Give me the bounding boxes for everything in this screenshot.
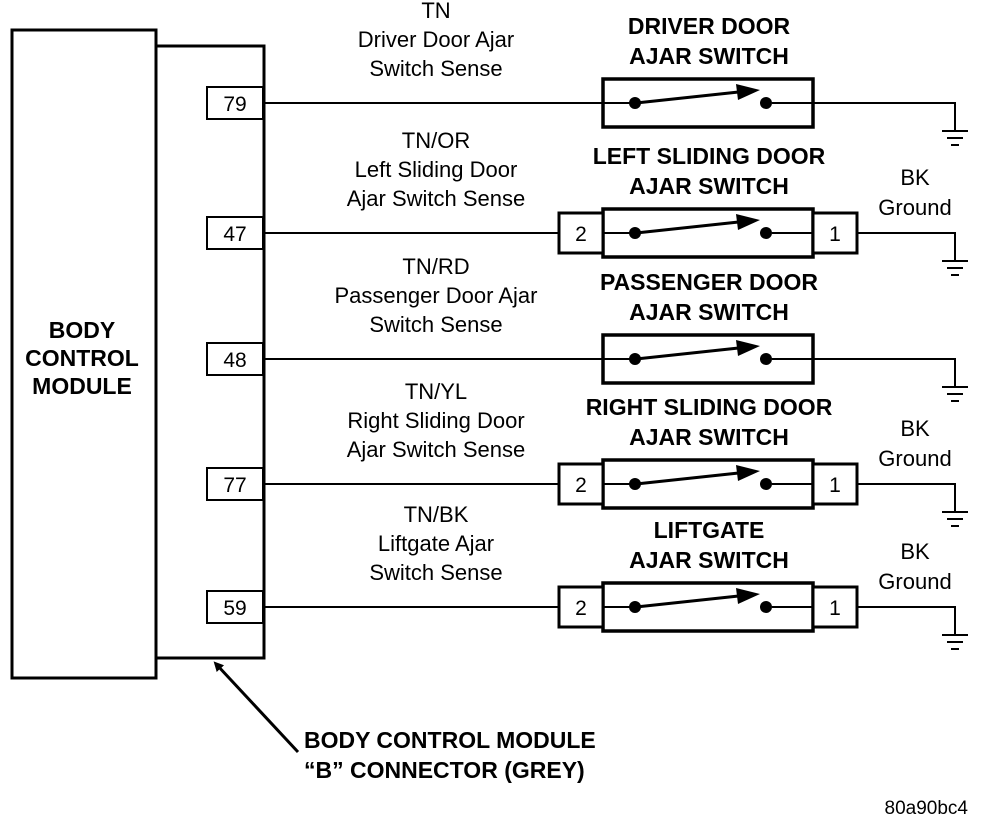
ground-color-label: BK xyxy=(900,539,930,564)
connector-callout-arrow xyxy=(213,661,300,754)
switch-title-line-1: DRIVER DOOR xyxy=(628,13,791,39)
sense-label-line-1: Left Sliding Door xyxy=(355,157,518,182)
ground-label: Ground xyxy=(878,569,951,594)
sense-label-line-1: Liftgate Ajar xyxy=(378,531,494,556)
bcm-connector-b-housing xyxy=(156,44,266,660)
switch-title-line-2: AJAR SWITCH xyxy=(629,173,789,199)
ground-icon xyxy=(942,233,968,276)
bcm-pin-number: 59 xyxy=(223,597,246,620)
ground-icon xyxy=(942,103,968,146)
switch-contact-right xyxy=(760,601,772,613)
switch-pin-out: 1 xyxy=(829,474,841,497)
switch-pin-out: 1 xyxy=(829,597,841,620)
sense-label-line-2: Switch Sense xyxy=(369,560,502,585)
ground-icon xyxy=(942,607,968,650)
wire-color-label: TN/BK xyxy=(404,502,469,527)
ground-color-label: BK xyxy=(900,165,930,190)
switch-blade-arrow xyxy=(736,340,760,356)
ground-label: Ground xyxy=(878,195,951,220)
switch-contact-left xyxy=(629,601,641,613)
switch-contact-right xyxy=(760,353,772,365)
figure-id: 80a90bc4 xyxy=(885,798,969,819)
bcm-pin-number: 48 xyxy=(223,349,246,372)
sense-label-line-2: Ajar Switch Sense xyxy=(347,437,526,462)
switch-contact-left xyxy=(629,353,641,365)
sense-label-line-2: Switch Sense xyxy=(369,312,502,337)
sense-label-line-1: Driver Door Ajar xyxy=(358,27,514,52)
switch-contact-left xyxy=(629,97,641,109)
wire-color-label: TN/YL xyxy=(405,379,467,404)
switch-blade xyxy=(635,219,749,235)
sense-label-line-1: Right Sliding Door xyxy=(347,408,524,433)
wire-color-label: TN/RD xyxy=(402,254,469,279)
switch-title-line-1: LIFTGATE xyxy=(654,517,765,543)
switch-blade-arrow xyxy=(736,84,760,100)
switch-blade xyxy=(635,470,749,486)
ground-icon xyxy=(942,484,968,527)
switch-pin-in: 2 xyxy=(575,597,587,620)
wire-color-label: TN xyxy=(421,0,450,23)
ground-wire xyxy=(857,232,956,235)
module-label: BODY CONTROL MODULE xyxy=(25,317,139,399)
switch-contact-left xyxy=(629,478,641,490)
sense-label-line-2: Ajar Switch Sense xyxy=(347,186,526,211)
switch-blade-arrow xyxy=(736,214,760,230)
switch-title-line-1: RIGHT SLIDING DOOR xyxy=(586,394,833,420)
ground-wire xyxy=(857,606,956,609)
module-label-line-2: CONTROL xyxy=(25,345,139,371)
connector-label-line-2: “B” CONNECTOR (GREY) xyxy=(304,757,585,783)
bcm-pin-number: 47 xyxy=(223,223,246,246)
switch-contact-right xyxy=(760,97,772,109)
switch-pin-in: 2 xyxy=(575,223,587,246)
wire-color-label: TN/OR xyxy=(402,128,470,153)
switch-blade-arrow xyxy=(736,465,760,481)
module-label-line-3: MODULE xyxy=(32,373,132,399)
sense-label-line-1: Passenger Door Ajar xyxy=(335,283,538,308)
switch-blade xyxy=(635,593,749,609)
switch-title-line-2: AJAR SWITCH xyxy=(629,299,789,325)
switch-pin-box-in xyxy=(557,211,605,255)
switch-pin-box-in xyxy=(557,462,605,506)
switch-title-line-2: AJAR SWITCH xyxy=(629,547,789,573)
ground-wire xyxy=(857,483,956,486)
switch-pin-out: 1 xyxy=(829,223,841,246)
switch-title-line-2: AJAR SWITCH xyxy=(629,43,789,69)
bcm-pin-number: 79 xyxy=(223,93,246,116)
ground-label: Ground xyxy=(878,446,951,471)
ground-icon xyxy=(942,359,968,402)
ground-wire xyxy=(813,102,956,105)
switch-blade-arrow xyxy=(736,588,760,604)
switch-contact-right xyxy=(760,227,772,239)
ground-color-label: BK xyxy=(900,416,930,441)
switch-blade xyxy=(635,345,749,361)
switch-blade xyxy=(635,89,749,105)
ground-wire xyxy=(813,358,956,361)
bcm-pin-number: 77 xyxy=(223,474,246,497)
switch-contact-right xyxy=(760,478,772,490)
sense-label-line-2: Switch Sense xyxy=(369,56,502,81)
connector-label-line-1: BODY CONTROL MODULE xyxy=(304,727,596,753)
switch-title-line-1: LEFT SLIDING DOOR xyxy=(593,143,826,169)
body-control-module-box xyxy=(10,28,158,680)
switch-contact-left xyxy=(629,227,641,239)
switch-title-line-1: PASSENGER DOOR xyxy=(600,269,818,295)
module-label-line-1: BODY xyxy=(49,317,115,343)
switch-title-line-2: AJAR SWITCH xyxy=(629,424,789,450)
switch-pin-in: 2 xyxy=(575,474,587,497)
